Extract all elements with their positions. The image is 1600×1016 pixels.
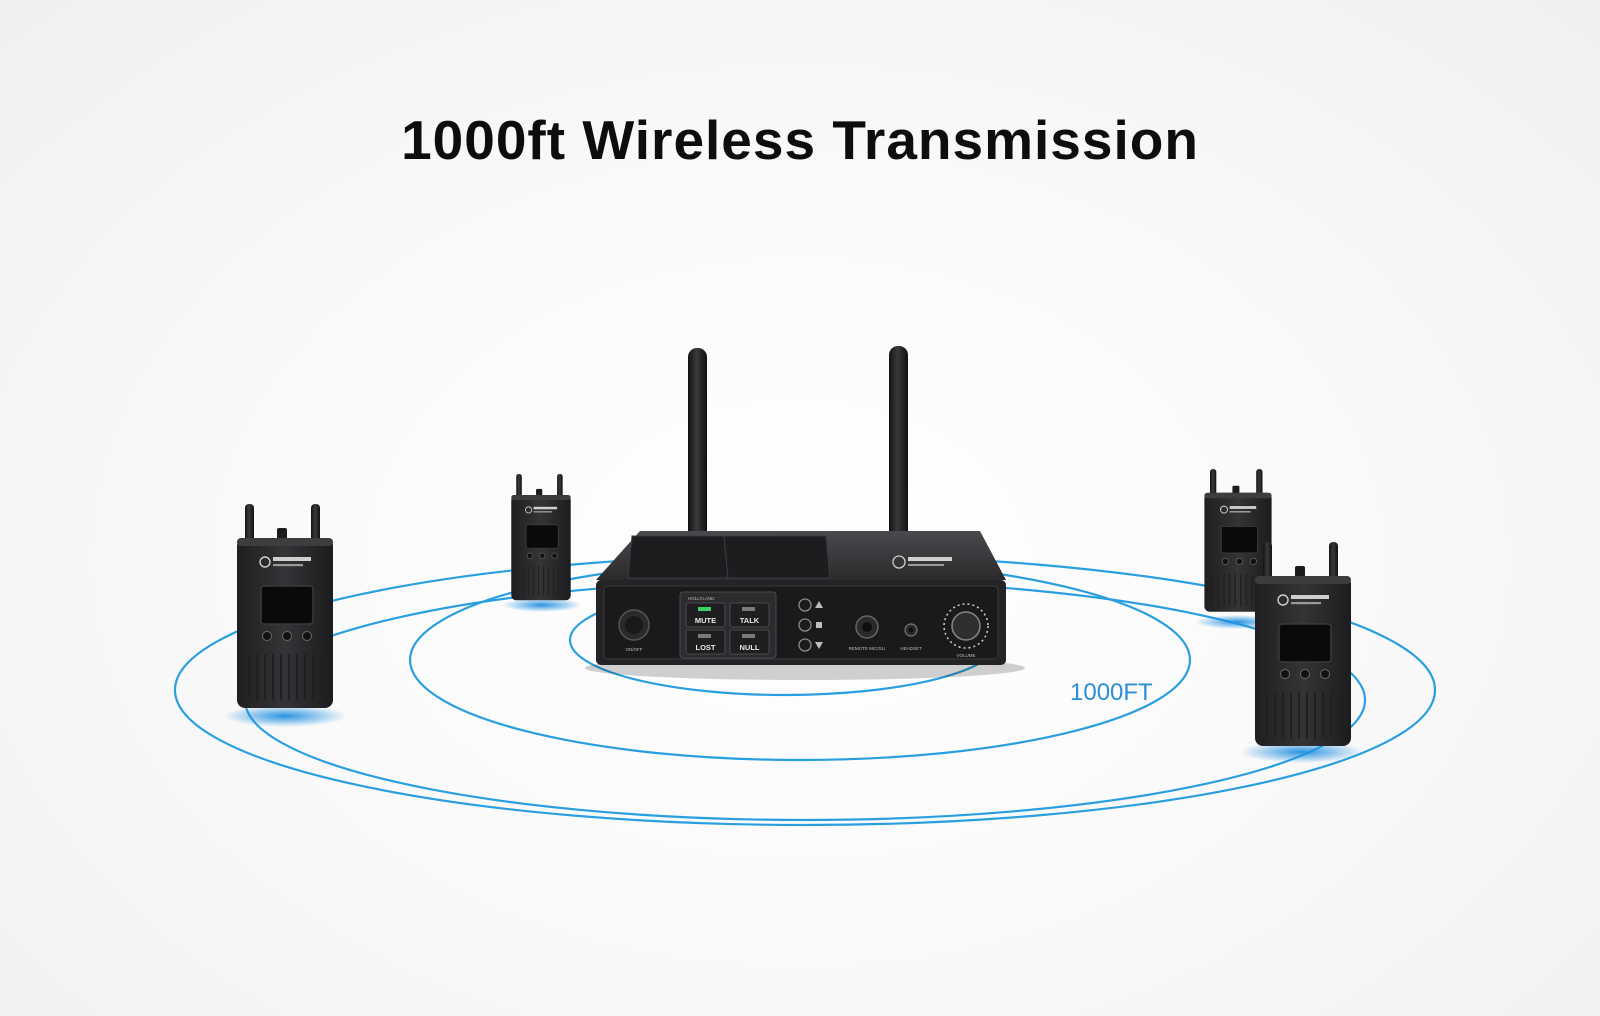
base-station-antennas [688, 346, 908, 576]
headline: 1000ft Wireless Transmission [401, 109, 1199, 171]
volume-knob [951, 611, 981, 641]
menu-keys [798, 598, 812, 652]
remote-label: REMOTE MIC/SLI [849, 646, 886, 651]
range-label: 1000FT [1070, 679, 1153, 706]
panel-brand: HOLLYLAND [688, 596, 715, 601]
status-button-talk [729, 602, 770, 628]
status-button-null [729, 629, 770, 655]
status-button-lost-label: LOST [696, 643, 716, 652]
headset-label: HEADSET [900, 646, 922, 651]
status-buttons: MUTE TALK LOST NULL [685, 602, 770, 655]
status-button-mute-label: MUTE [695, 616, 716, 625]
status-button-null-label: NULL [740, 643, 760, 652]
status-button-talk-label: TALK [740, 616, 760, 625]
volume-label: VOLUME [956, 653, 975, 658]
menu-key-arrows [815, 601, 823, 649]
beltpack-back-left [502, 474, 582, 612]
status-button-lost [685, 629, 726, 655]
volume-scale [943, 603, 989, 649]
beltpack-front-right [1240, 542, 1364, 763]
base-station: ON/OFF HOLLYLAND MUTE TALK LOST NULL [585, 531, 1025, 680]
power-label: ON/OFF [626, 647, 643, 652]
beltpack-front-left [223, 504, 347, 727]
status-button-mute [685, 602, 726, 628]
